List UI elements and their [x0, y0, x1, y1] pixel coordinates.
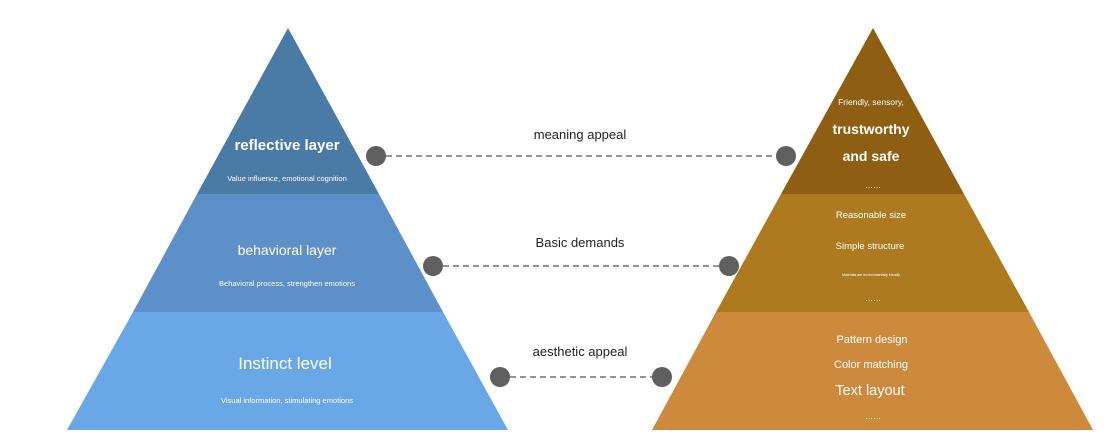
behavioral-layer-title: behavioral layer	[238, 242, 337, 258]
connector-top-right-dot	[776, 146, 796, 166]
reflective-layer-title: reflective layer	[234, 137, 339, 154]
connector-top-left-dot	[366, 146, 386, 166]
connector-bottom-right-dot	[652, 367, 672, 387]
right-middle-line3: Materials are environmentally friendly	[842, 273, 900, 277]
right-top-line1: Friendly, sensory,	[838, 97, 904, 107]
instinct-level-title: Instinct level	[238, 354, 332, 373]
behavioral-layer-tier	[133, 194, 443, 312]
instinct-level-tier	[67, 312, 508, 430]
right-middle-tier	[716, 194, 1029, 312]
right-bottom-tier	[652, 312, 1093, 430]
reflective-layer-tier	[197, 28, 379, 194]
right-middle-line1: Reasonable size	[836, 210, 906, 221]
right-top-line3: and safe	[843, 148, 900, 164]
right-middle-line2: Simple structure	[836, 241, 905, 252]
right-top-tier	[781, 28, 964, 194]
right-bottom-line2: Color matching	[834, 359, 908, 371]
connector-bottom-label: aesthetic appeal	[533, 344, 628, 359]
right-top-more: ……	[865, 181, 881, 190]
right-pyramid: Friendly, sensory, trustworthy and safe …	[652, 28, 1093, 430]
connector-top-label: meaning appeal	[534, 127, 627, 142]
connector-middle-right-dot	[719, 256, 739, 276]
right-bottom-more: ……	[865, 412, 881, 421]
left-pyramid: reflective layer Value influence, emotio…	[67, 28, 508, 430]
instinct-level-subtitle: Visual information, stimulating emotions	[221, 396, 353, 405]
right-bottom-line1: Pattern design	[837, 334, 908, 346]
connector-middle-left-dot	[423, 256, 443, 276]
right-middle-more: ……	[865, 294, 881, 303]
connector-middle-label: Basic demands	[536, 235, 625, 250]
right-bottom-line3: Text layout	[835, 383, 904, 399]
connector-bottom-left-dot	[490, 367, 510, 387]
behavioral-layer-subtitle: Behavioral process, strengthen emotions	[219, 279, 355, 288]
connectors: meaning appeal Basic demands aesthetic a…	[366, 127, 796, 387]
reflective-layer-subtitle: Value influence, emotional cognition	[227, 174, 347, 183]
right-top-line2: trustworthy	[833, 121, 910, 137]
